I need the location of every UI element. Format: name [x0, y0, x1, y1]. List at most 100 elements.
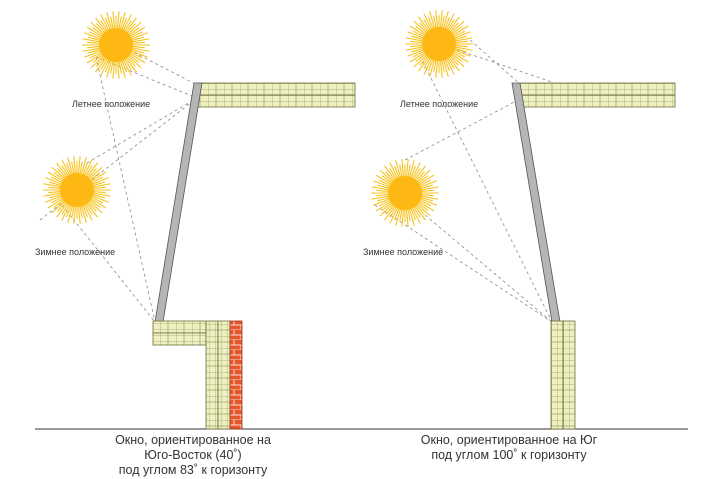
- sun-ray: [86, 168, 97, 180]
- sun-ray: [405, 208, 409, 227]
- sun-ray: [389, 206, 399, 224]
- sun-ray: [71, 161, 75, 176]
- sun-ray: [61, 202, 70, 215]
- sun-ray: [445, 13, 455, 31]
- sun-ray: [129, 51, 143, 59]
- sun-ray: [61, 165, 70, 178]
- sun-ray: [79, 204, 83, 219]
- sun-ray: [439, 10, 443, 29]
- sun-ray: [51, 199, 67, 214]
- sun-ray: [451, 25, 469, 37]
- sun-ray: [454, 44, 468, 48]
- sun-ray: [419, 184, 433, 190]
- sun-ray: [87, 166, 103, 181]
- sun-ray: [45, 177, 63, 185]
- sun-ray: [419, 195, 439, 200]
- sun-ray: [418, 16, 431, 33]
- sun-ray: [433, 58, 437, 73]
- sun-ray: [56, 162, 69, 179]
- right-winter-label: Зимнее положение: [363, 247, 443, 257]
- sun-ray: [452, 50, 466, 58]
- sun-ray: [418, 179, 432, 187]
- sun-ray: [126, 21, 142, 36]
- sun-ray: [446, 19, 455, 32]
- sun-ray: [377, 184, 391, 190]
- sun-ray: [84, 50, 102, 58]
- sill-insulation-lower: [152, 332, 207, 346]
- sun-ray: [87, 41, 101, 45]
- sun-ray: [73, 156, 77, 175]
- sun-ray: [43, 192, 63, 197]
- sun-ray: [454, 40, 468, 44]
- sun-ray: [385, 171, 396, 183]
- sun-ray: [389, 205, 398, 218]
- sun-ray: [124, 17, 137, 34]
- sun-ray: [57, 168, 68, 180]
- sun-ray: [379, 169, 395, 184]
- sun-ray: [86, 26, 104, 38]
- sun-ray: [428, 16, 434, 30]
- wall-insulation: [550, 320, 564, 430]
- sun-ray: [448, 54, 459, 66]
- sun-ray: [100, 57, 109, 70]
- sun-ray: [415, 202, 431, 217]
- sun-ray: [53, 198, 66, 208]
- sun-ray: [447, 55, 460, 72]
- sun-ray: [429, 11, 436, 30]
- sun-ray: [89, 171, 107, 183]
- sun-ray: [415, 52, 428, 62]
- sun-ray: [450, 26, 463, 36]
- sun-ray: [417, 174, 435, 186]
- sun-ray: [67, 157, 74, 176]
- sun-ray: [453, 46, 473, 51]
- sun-ray: [395, 160, 402, 179]
- sun-ray: [125, 23, 136, 35]
- sun-ray: [47, 171, 65, 183]
- roof-insulation-lower: [197, 94, 356, 108]
- sun-ray: [124, 56, 137, 73]
- sun-ray: [439, 59, 443, 78]
- sun-ray: [423, 13, 433, 31]
- sun-ray: [401, 208, 405, 227]
- sun-ray: [419, 196, 433, 202]
- sun-ray: [83, 203, 93, 221]
- sun-core: [99, 28, 133, 62]
- sun-ray: [91, 177, 109, 185]
- sill-insulation: [152, 320, 207, 334]
- left-caption-line-1: Окно, ориентированное на: [115, 433, 271, 447]
- sun-ray: [127, 27, 140, 37]
- sun-ray: [112, 60, 116, 79]
- sun-ray: [48, 186, 62, 190]
- sun-ray: [121, 59, 127, 73]
- sun-ray: [92, 27, 105, 37]
- sun-ray: [45, 195, 63, 203]
- sun-ray: [82, 204, 88, 218]
- sun-ray: [389, 168, 398, 181]
- sun-ray: [57, 200, 68, 212]
- sun-ray: [384, 165, 397, 182]
- sun-ray: [90, 21, 106, 36]
- sun-ray: [415, 169, 431, 184]
- sun-ray: [123, 20, 132, 33]
- sun-ray: [453, 37, 473, 42]
- sun-ray: [77, 156, 81, 175]
- right-caption: Окно, ориентированное на Юг под углом 10…: [394, 433, 624, 463]
- sun-ray: [86, 200, 97, 212]
- sun-ray: [399, 207, 403, 222]
- roof-insulation-lower: [517, 94, 676, 108]
- sun-ray: [399, 164, 403, 179]
- sun-ray: [88, 172, 101, 182]
- sun-ray: [413, 20, 429, 35]
- sun-ray: [433, 15, 437, 30]
- sun-ray: [419, 186, 439, 191]
- sun-ray: [130, 38, 150, 43]
- sun-ray: [50, 176, 64, 184]
- sun-ray: [413, 204, 426, 221]
- sun-ray: [444, 58, 450, 72]
- sun-ray: [91, 181, 105, 187]
- sun-ray: [410, 44, 424, 48]
- sun-ray: [96, 23, 107, 35]
- sun-ray: [453, 49, 471, 57]
- sun-ray: [409, 51, 427, 63]
- roof-insulation: [197, 82, 356, 96]
